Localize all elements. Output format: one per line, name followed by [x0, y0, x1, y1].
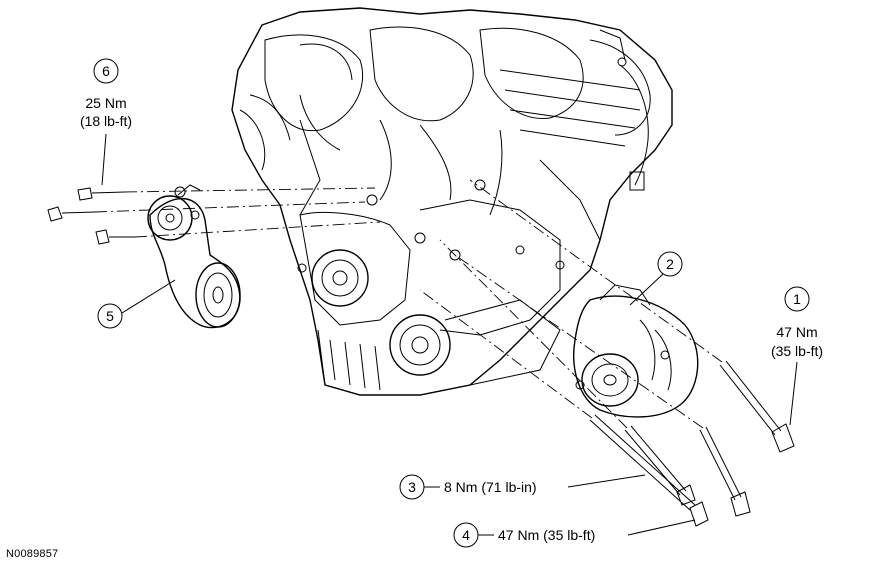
- figure-id: N0089857: [6, 548, 59, 560]
- bolt: [95, 229, 135, 245]
- torque-nm: 25 Nm: [85, 95, 126, 111]
- torque-imperial: (18 lb-ft): [80, 113, 132, 129]
- torque-label: 8 Nm (71 lb-in): [444, 479, 537, 495]
- torque-nm: 47 Nm: [776, 324, 817, 340]
- tensioner-bolts: [47, 187, 381, 245]
- generator: [573, 284, 699, 418]
- bolt: [624, 425, 696, 506]
- bolt: [719, 360, 795, 453]
- torque-imperial: (35 lb-ft): [771, 343, 823, 359]
- callout-3: 3 8 Nm (71 lb-in): [399, 474, 646, 500]
- callout-4: 4 47 Nm (35 lb-ft): [453, 519, 696, 548]
- callout-6: 6 25 Nm (18 lb-ft): [80, 58, 132, 186]
- callout-number: 3: [408, 479, 416, 495]
- torque-label: 47 Nm (35 lb-ft): [498, 527, 595, 543]
- engine-block: [231, 7, 673, 396]
- callout-2: 2: [629, 251, 683, 306]
- callout-number: 4: [462, 527, 470, 543]
- callout-5: 5: [97, 279, 176, 329]
- generator-bolts: [419, 179, 795, 527]
- callout-1: 1 47 Nm (35 lb-ft): [771, 286, 823, 426]
- bolt: [77, 187, 126, 201]
- callout-number: 6: [102, 63, 110, 79]
- callout-number: 2: [666, 256, 674, 272]
- callout-number: 1: [793, 291, 801, 307]
- bolt: [47, 206, 96, 222]
- callout-number: 5: [106, 308, 114, 324]
- belt-tensioner: [147, 184, 241, 329]
- bolt: [699, 426, 751, 517]
- bolt: [589, 414, 709, 527]
